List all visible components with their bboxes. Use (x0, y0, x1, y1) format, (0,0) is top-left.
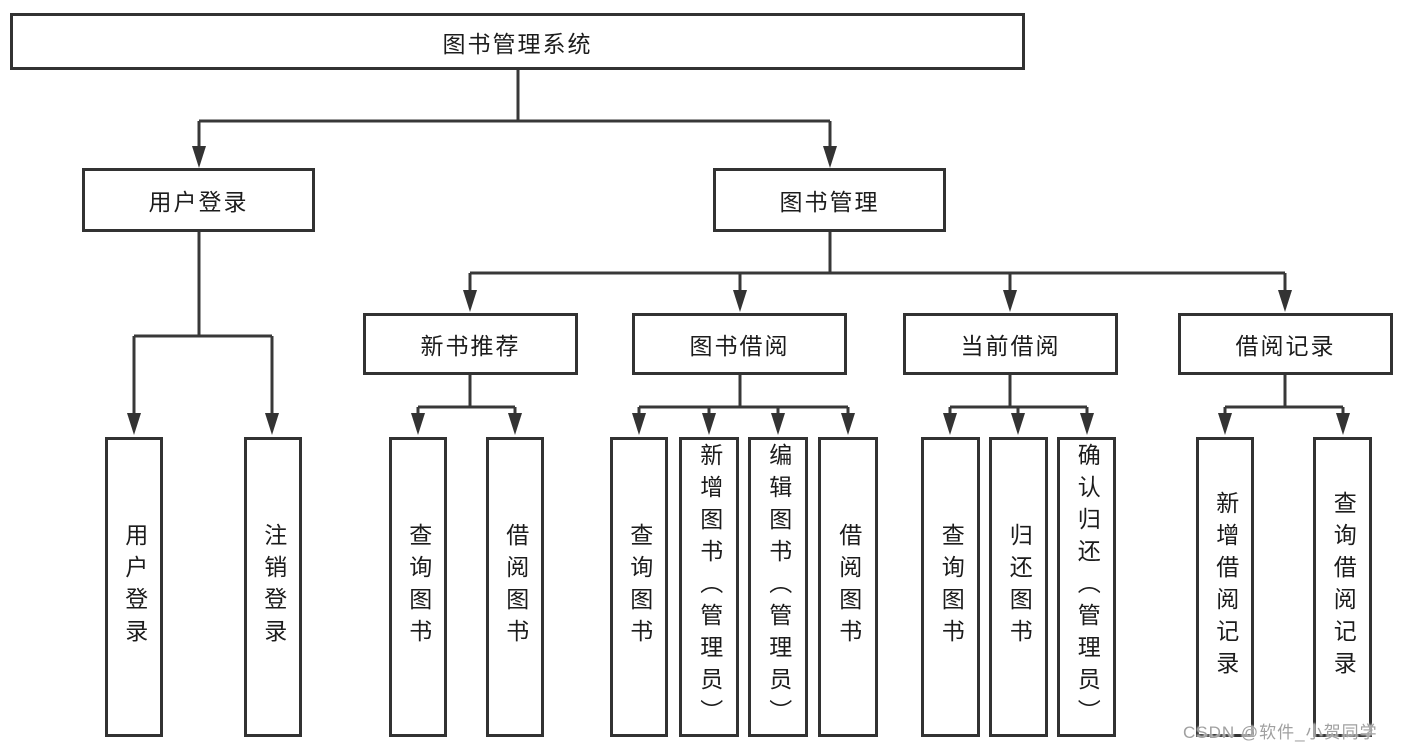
leaf-bb-query-books: 查询图书 (610, 437, 668, 737)
node-root: 图书管理系统 (10, 13, 1025, 70)
node-root-label: 图书管理系统 (442, 30, 593, 57)
node-borrowing-records-label: 借阅记录 (1235, 333, 1336, 359)
leaf-br-add-record-label: 新增借阅记录 (1212, 491, 1239, 683)
leaf-logout: 注销登录 (244, 437, 302, 737)
leaf-nb-query-books: 查询图书 (389, 437, 447, 737)
arrow-down-icon (702, 413, 716, 435)
leaf-br-query-record-label: 查询借阅记录 (1330, 491, 1357, 683)
arrow-down-icon (265, 413, 279, 435)
leaf-cb-query-books: 查询图书 (921, 437, 980, 737)
connector-new-books-to-leaves (416, 375, 517, 416)
arrow-down-icon (463, 290, 477, 312)
node-book-management-branch-label: 图书管理 (779, 189, 880, 215)
leaf-nb-query-books-label: 查询图书 (405, 523, 432, 651)
arrow-down-icon (508, 413, 522, 435)
leaf-cb-confirm-return-label: 确认归还（管理员） (1074, 443, 1101, 731)
arrow-down-icon (1003, 290, 1017, 312)
arrow-down-icon (1278, 290, 1292, 312)
node-book-management-branch: 图书管理 (713, 168, 946, 232)
connector-borrow-records-to-leaves (1223, 375, 1345, 416)
leaf-cb-query-books-label: 查询图书 (938, 523, 965, 651)
leaf-user-login: 用户登录 (105, 437, 163, 737)
leaf-bb-add-books: 新增图书（管理员） (679, 437, 739, 737)
connector-current-borrowing-to-leaves (948, 375, 1089, 416)
arrow-down-icon (192, 146, 206, 168)
leaf-cb-return-books: 归还图书 (989, 437, 1048, 737)
connector-user-login-to-leaves (132, 232, 274, 416)
arrow-down-icon (823, 146, 837, 168)
arrow-down-icon (1336, 413, 1350, 435)
arrow-down-icon (1011, 413, 1025, 435)
leaf-nb-borrow-books: 借阅图书 (486, 437, 544, 737)
arrow-down-icon (771, 413, 785, 435)
leaf-logout-label: 注销登录 (260, 523, 287, 651)
leaf-br-query-record: 查询借阅记录 (1313, 437, 1372, 737)
node-borrowing-records: 借阅记录 (1178, 313, 1393, 375)
arrow-down-icon (632, 413, 646, 435)
node-user-login-branch-label: 用户登录 (148, 189, 249, 215)
arrow-down-icon (411, 413, 425, 435)
node-current-borrowing-label: 当前借阅 (960, 333, 1061, 359)
node-current-borrowing: 当前借阅 (903, 313, 1118, 375)
arrow-down-icon (841, 413, 855, 435)
node-book-borrowing: 图书借阅 (632, 313, 847, 375)
leaf-user-login-label: 用户登录 (121, 523, 148, 651)
arrow-down-icon (127, 413, 141, 435)
node-user-login-branch: 用户登录 (82, 168, 315, 232)
leaf-bb-borrow-books: 借阅图书 (818, 437, 878, 737)
leaf-cb-confirm-return: 确认归还（管理员） (1057, 437, 1116, 737)
leaf-br-add-record: 新增借阅记录 (1196, 437, 1254, 737)
leaf-nb-borrow-books-label: 借阅图书 (502, 523, 529, 651)
connector-book-mgmt-to-level3 (468, 232, 1287, 293)
connector-book-borrowing-to-leaves (637, 375, 850, 416)
arrow-down-icon (1080, 413, 1094, 435)
leaf-bb-add-books-label: 新增图书（管理员） (696, 443, 723, 731)
arrow-down-icon (1218, 413, 1232, 435)
node-new-book-recommend-label: 新书推荐 (420, 333, 521, 359)
node-new-book-recommend: 新书推荐 (363, 313, 578, 375)
arrow-down-icon (733, 290, 747, 312)
connector-root-to-level2 (197, 70, 832, 149)
csdn-watermark: CSDN @软件_小贺同学 (1183, 723, 1378, 742)
leaf-bb-edit-books-label: 编辑图书（管理员） (765, 443, 792, 731)
node-book-borrowing-label: 图书借阅 (689, 333, 790, 359)
leaf-cb-return-books-label: 归还图书 (1006, 523, 1033, 651)
arrow-down-icon (943, 413, 957, 435)
leaf-bb-query-books-label: 查询图书 (626, 523, 653, 651)
leaf-bb-borrow-books-label: 借阅图书 (835, 523, 862, 651)
leaf-bb-edit-books: 编辑图书（管理员） (748, 437, 808, 737)
